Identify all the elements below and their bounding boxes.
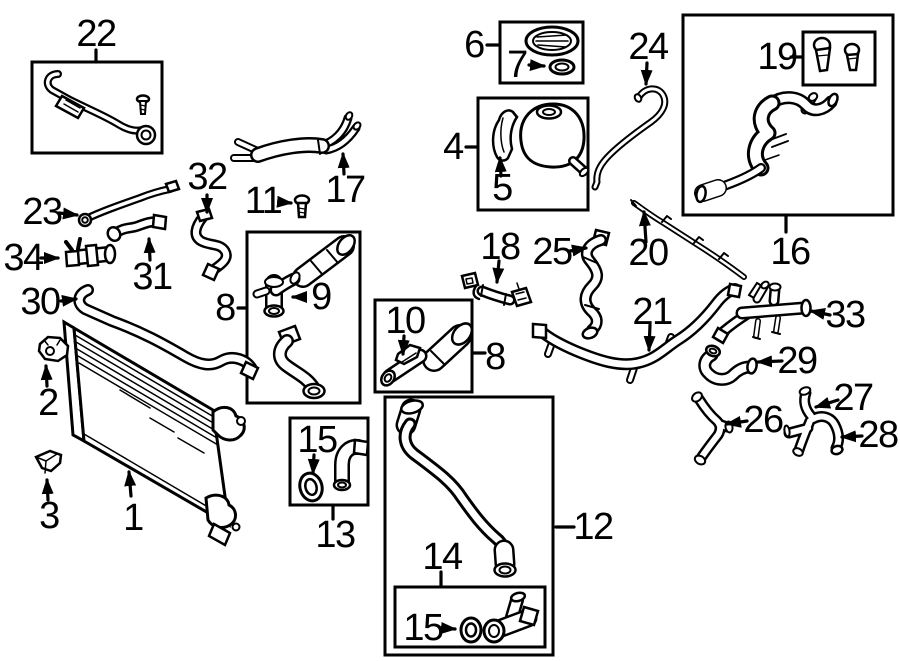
callout-10[interactable]: 10 (385, 300, 426, 342)
tube-core (275, 336, 318, 392)
part-33-fitting[interactable] (711, 280, 812, 345)
part-22-pipe-assembly[interactable] (43, 70, 157, 146)
callout-26[interactable]: 26 (743, 399, 784, 441)
callout-19[interactable]: 19 (757, 36, 798, 78)
callout-15-top[interactable]: 15 (297, 419, 338, 461)
part-7-seal[interactable] (548, 58, 576, 76)
part-29-elbow-hose[interactable] (698, 344, 758, 386)
tube-core (193, 214, 230, 271)
tube-core (84, 187, 172, 221)
tube-core (479, 288, 513, 303)
tube-core (401, 420, 508, 556)
part-18-harness[interactable] (460, 271, 533, 308)
callout-22[interactable]: 22 (76, 13, 117, 55)
part-27-28-hoses[interactable] (783, 386, 844, 457)
callout-9[interactable]: 9 (311, 276, 332, 318)
tube-core (593, 87, 667, 189)
callout-14[interactable]: 14 (422, 536, 463, 578)
part-6-cap[interactable] (524, 25, 580, 57)
part-9-fitting[interactable] (252, 271, 301, 318)
tube-core (738, 304, 808, 317)
callout-30[interactable]: 30 (20, 281, 61, 323)
callout-1[interactable]: 1 (123, 497, 144, 539)
part-34-fitting[interactable] (64, 237, 117, 268)
callout-12[interactable]: 12 (573, 506, 614, 548)
callout-21[interactable]: 21 (632, 291, 673, 333)
callout-16[interactable]: 16 (770, 231, 811, 273)
callout-18[interactable]: 18 (480, 226, 521, 268)
callout-33[interactable]: 33 (825, 294, 866, 336)
tube-core (75, 286, 256, 373)
callout-32[interactable]: 32 (187, 156, 228, 198)
callout-6[interactable]: 6 (464, 24, 485, 66)
tube-core (570, 158, 586, 173)
part-10-pipe-group[interactable] (378, 320, 475, 388)
callout-3[interactable]: 3 (39, 495, 60, 537)
callout-31[interactable]: 31 (132, 256, 173, 298)
part-8-connector-group[interactable] (252, 232, 358, 400)
callout-24[interactable]: 24 (628, 26, 669, 68)
callout-13[interactable]: 13 (315, 514, 356, 556)
callout-4[interactable]: 4 (443, 126, 464, 168)
callout-2[interactable]: 2 (38, 382, 59, 424)
part-11-bolt[interactable] (293, 194, 311, 219)
part-16-hose-assembly[interactable] (694, 91, 839, 204)
callout-5[interactable]: 5 (492, 167, 513, 209)
tube-core (786, 390, 842, 453)
tube-core (537, 285, 739, 368)
part-26-hose[interactable] (690, 390, 734, 466)
part-24-pipe[interactable] (591, 85, 669, 191)
part-13-elbow-group[interactable] (297, 438, 370, 503)
part-23-pipe[interactable] (77, 179, 181, 228)
callout-7[interactable]: 7 (507, 44, 528, 86)
tube-core (700, 351, 754, 384)
tube-core (768, 93, 835, 114)
leader-lines (39, 43, 864, 634)
tube-core (254, 288, 269, 297)
callout-34[interactable]: 34 (3, 237, 44, 279)
part-31-hose[interactable] (105, 213, 168, 243)
callout-8-right[interactable]: 8 (485, 336, 506, 378)
callout-17[interactable]: 17 (325, 169, 366, 211)
part-21-hose[interactable] (531, 282, 743, 384)
part-4-expansion-tank[interactable] (519, 102, 590, 178)
part-32-hose[interactable] (190, 207, 232, 282)
callout-20[interactable]: 20 (628, 232, 669, 274)
tube-core (754, 316, 780, 338)
callout-27[interactable]: 27 (833, 377, 874, 419)
callout-11[interactable]: 11 (244, 180, 283, 222)
tube-core (496, 542, 513, 572)
part-3-bracket[interactable] (34, 449, 63, 474)
callout-25[interactable]: 25 (532, 231, 573, 273)
callout-29[interactable]: 29 (777, 340, 818, 382)
tube-core (46, 72, 144, 133)
callout-23[interactable]: 23 (22, 191, 63, 233)
part-2-clip[interactable] (37, 335, 70, 363)
callout-8-left[interactable]: 8 (215, 287, 236, 329)
tube-core (749, 97, 778, 174)
part-1-radiator[interactable] (62, 319, 246, 547)
callout-15-bottom[interactable]: 15 (403, 607, 444, 649)
box-part-13 (288, 416, 370, 507)
part-30-hose[interactable] (73, 284, 260, 381)
part-19-sensors[interactable] (812, 36, 861, 73)
tube-core (252, 139, 328, 161)
part-12-hose[interactable] (395, 398, 517, 578)
callout-28[interactable]: 28 (858, 414, 899, 456)
box-part-19 (801, 30, 877, 87)
part-17-hose[interactable] (230, 111, 362, 163)
part-14-fitting-group[interactable] (459, 591, 540, 644)
